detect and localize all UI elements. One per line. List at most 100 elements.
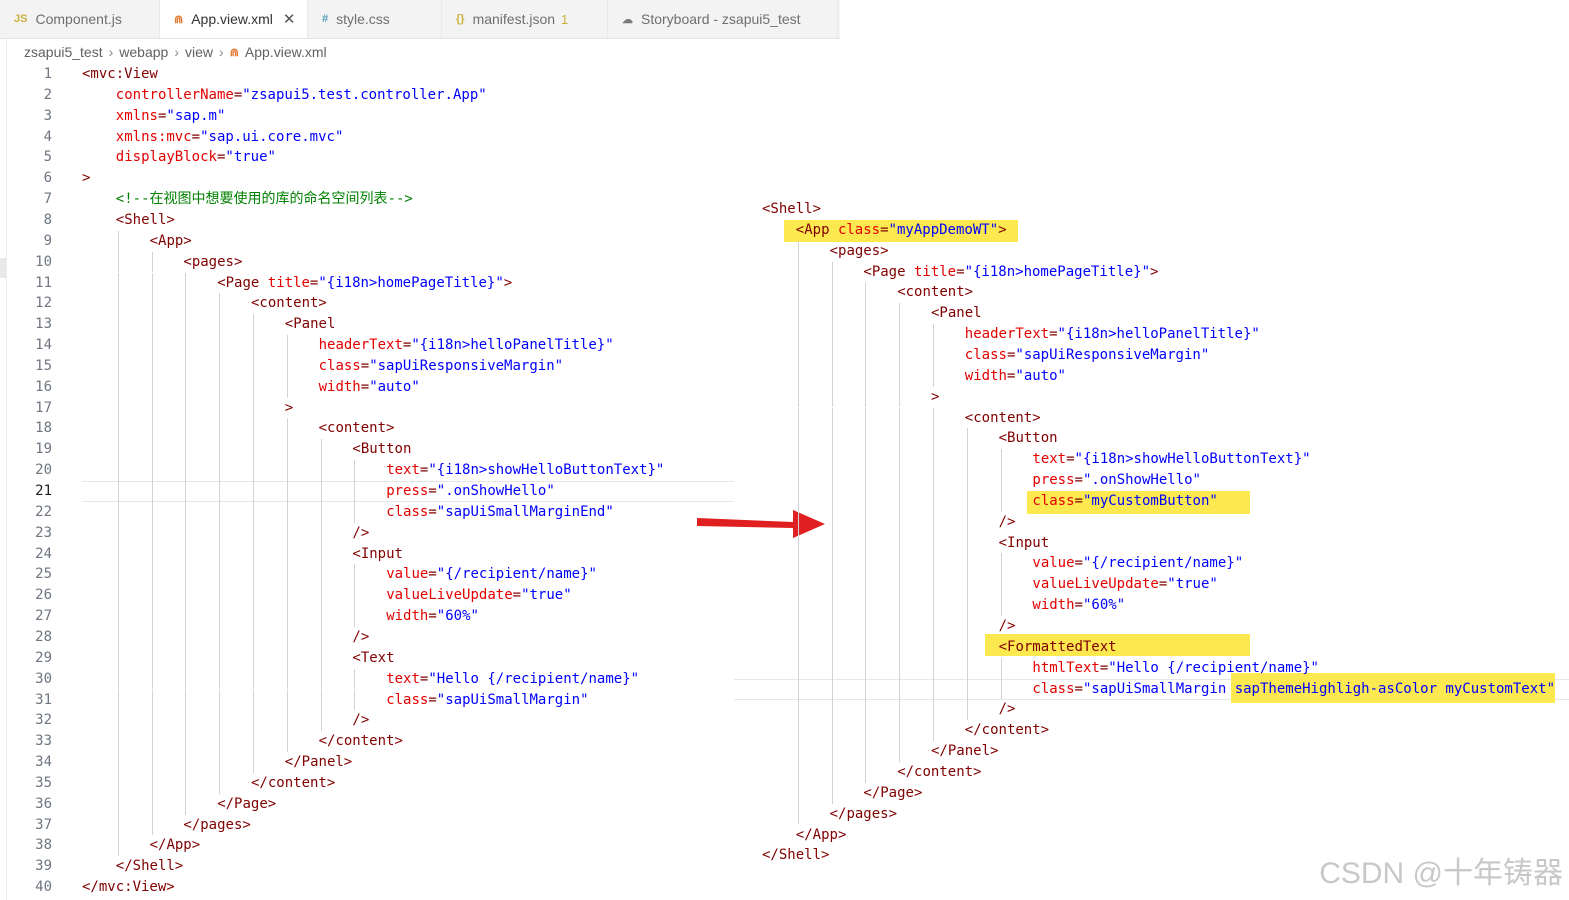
xml-tag-token: </pages> xyxy=(183,816,251,833)
breadcrumb-item-webapp[interactable]: webapp xyxy=(119,44,169,60)
tab-style-css[interactable]: #style.css xyxy=(308,0,442,38)
xml-attribute-token: width xyxy=(386,608,429,625)
indent-guide xyxy=(865,324,867,345)
breadcrumb-item-file[interactable]: App.view.xml xyxy=(244,44,327,60)
indent-guide xyxy=(253,752,254,773)
indent-guide xyxy=(253,689,254,711)
indent-guide xyxy=(117,710,119,732)
xml-attribute-token: xmlns:mvc xyxy=(115,128,192,145)
xml-tag-token: <Page xyxy=(217,274,268,291)
breadcrumb-item-project[interactable]: zsapui5_test xyxy=(24,44,103,60)
indent-guide xyxy=(286,647,288,669)
indent-guide xyxy=(797,636,799,658)
xml-attribute-token: text xyxy=(1032,451,1067,468)
xml-tag-token: = xyxy=(1074,472,1083,489)
indent-guide xyxy=(1000,574,1002,596)
indent-guide xyxy=(253,710,254,732)
xml-tag-token: </pages> xyxy=(829,805,898,822)
indent-guide xyxy=(253,731,254,753)
indent-guide xyxy=(797,365,799,387)
indent-guide xyxy=(185,752,187,773)
close-icon[interactable]: ✕ xyxy=(282,11,296,28)
tab-app-view-xml[interactable]: ⋒App.view.xml✕ xyxy=(160,0,308,38)
xml-tag-token: > xyxy=(503,274,513,291)
indent-guide xyxy=(185,668,187,690)
code-line: <content> xyxy=(965,408,1041,428)
line-number: 30 xyxy=(35,670,52,687)
breadcrumb-item-view[interactable]: view xyxy=(185,44,214,60)
indent-guide xyxy=(899,595,901,616)
indent-guide xyxy=(865,449,867,471)
indent-guide xyxy=(185,355,187,377)
indent-guide xyxy=(117,439,119,461)
line-number: 25 xyxy=(35,566,52,583)
code-line: </pages> xyxy=(830,804,897,824)
css-file-icon: # xyxy=(322,13,329,25)
indent-guide xyxy=(797,761,799,783)
xml-value-token: "auto" xyxy=(1015,367,1066,384)
xml-tag-token: = xyxy=(1074,597,1083,614)
xml-tag-token: <Text xyxy=(352,649,395,666)
indent-guide xyxy=(219,376,221,398)
indent-guide xyxy=(219,752,221,773)
indent-guide xyxy=(831,470,833,491)
line-number: 1 xyxy=(43,66,52,82)
xml-attribute-token: controllerName xyxy=(115,86,234,103)
xml-tag-token: <Button xyxy=(352,441,412,458)
xml-attribute-token: class xyxy=(837,221,881,238)
indent-guide xyxy=(219,668,221,690)
code-line: > xyxy=(82,168,90,188)
indent-guide xyxy=(933,532,934,554)
xml-value-token: "true" xyxy=(521,587,572,604)
code-line: </content> xyxy=(965,720,1049,740)
indent-guide xyxy=(286,710,288,732)
code-line: xmlns="sap.m" xyxy=(116,106,226,126)
indent-guide xyxy=(219,772,221,794)
problem-count-badge: 1 xyxy=(561,11,569,27)
xml-tag-token: > xyxy=(1150,263,1159,280)
indent-guide xyxy=(151,397,153,419)
indent-guide xyxy=(831,636,833,658)
indent-guide xyxy=(286,501,288,523)
indent-guide xyxy=(286,335,288,356)
line-number: 19 xyxy=(35,441,52,458)
indent-guide xyxy=(117,543,119,565)
indent-guide xyxy=(797,741,799,762)
indent-guide xyxy=(899,324,901,345)
indent-guide xyxy=(899,303,901,325)
indent-guide xyxy=(117,335,119,356)
xml-tag-token: /> xyxy=(998,701,1016,718)
code-line: <Page title="{i18n>homePageTitle}"> xyxy=(863,262,1158,282)
tab-storyboard-zsapui5-test[interactable]: ☁Storyboard - zsapui5_test xyxy=(608,0,838,38)
line-number: 2 xyxy=(43,86,52,103)
indent-guide xyxy=(219,460,221,481)
indent-guide xyxy=(899,344,901,366)
current-line-highlight xyxy=(82,481,734,502)
line-number: 20 xyxy=(35,462,52,479)
indent-guide xyxy=(151,314,153,336)
indent-guide xyxy=(831,303,833,325)
indent-guide xyxy=(219,606,221,627)
xml-attribute-token: xmlns xyxy=(115,107,158,124)
indent-guide xyxy=(286,689,288,711)
xml-tag-token: </Page> xyxy=(217,795,277,812)
xml-attribute-token: title xyxy=(913,263,957,280)
indent-guide xyxy=(117,251,119,273)
indent-guide xyxy=(831,782,833,804)
indent-guide xyxy=(185,606,187,627)
code-line: > xyxy=(931,387,939,407)
xml-tag-token: = xyxy=(419,462,429,479)
indent-guide xyxy=(219,439,221,461)
xml-attribute-token: class xyxy=(386,691,429,708)
xml-attribute-token: class xyxy=(964,346,1007,363)
line-number: 38 xyxy=(35,837,52,854)
code-line: controllerName="zsapui5.test.controller.… xyxy=(116,85,487,105)
indent-guide xyxy=(933,595,934,616)
indent-guide xyxy=(933,616,934,637)
indent-guide xyxy=(117,606,119,627)
line-number: 14 xyxy=(35,337,52,354)
indent-guide xyxy=(151,626,153,648)
